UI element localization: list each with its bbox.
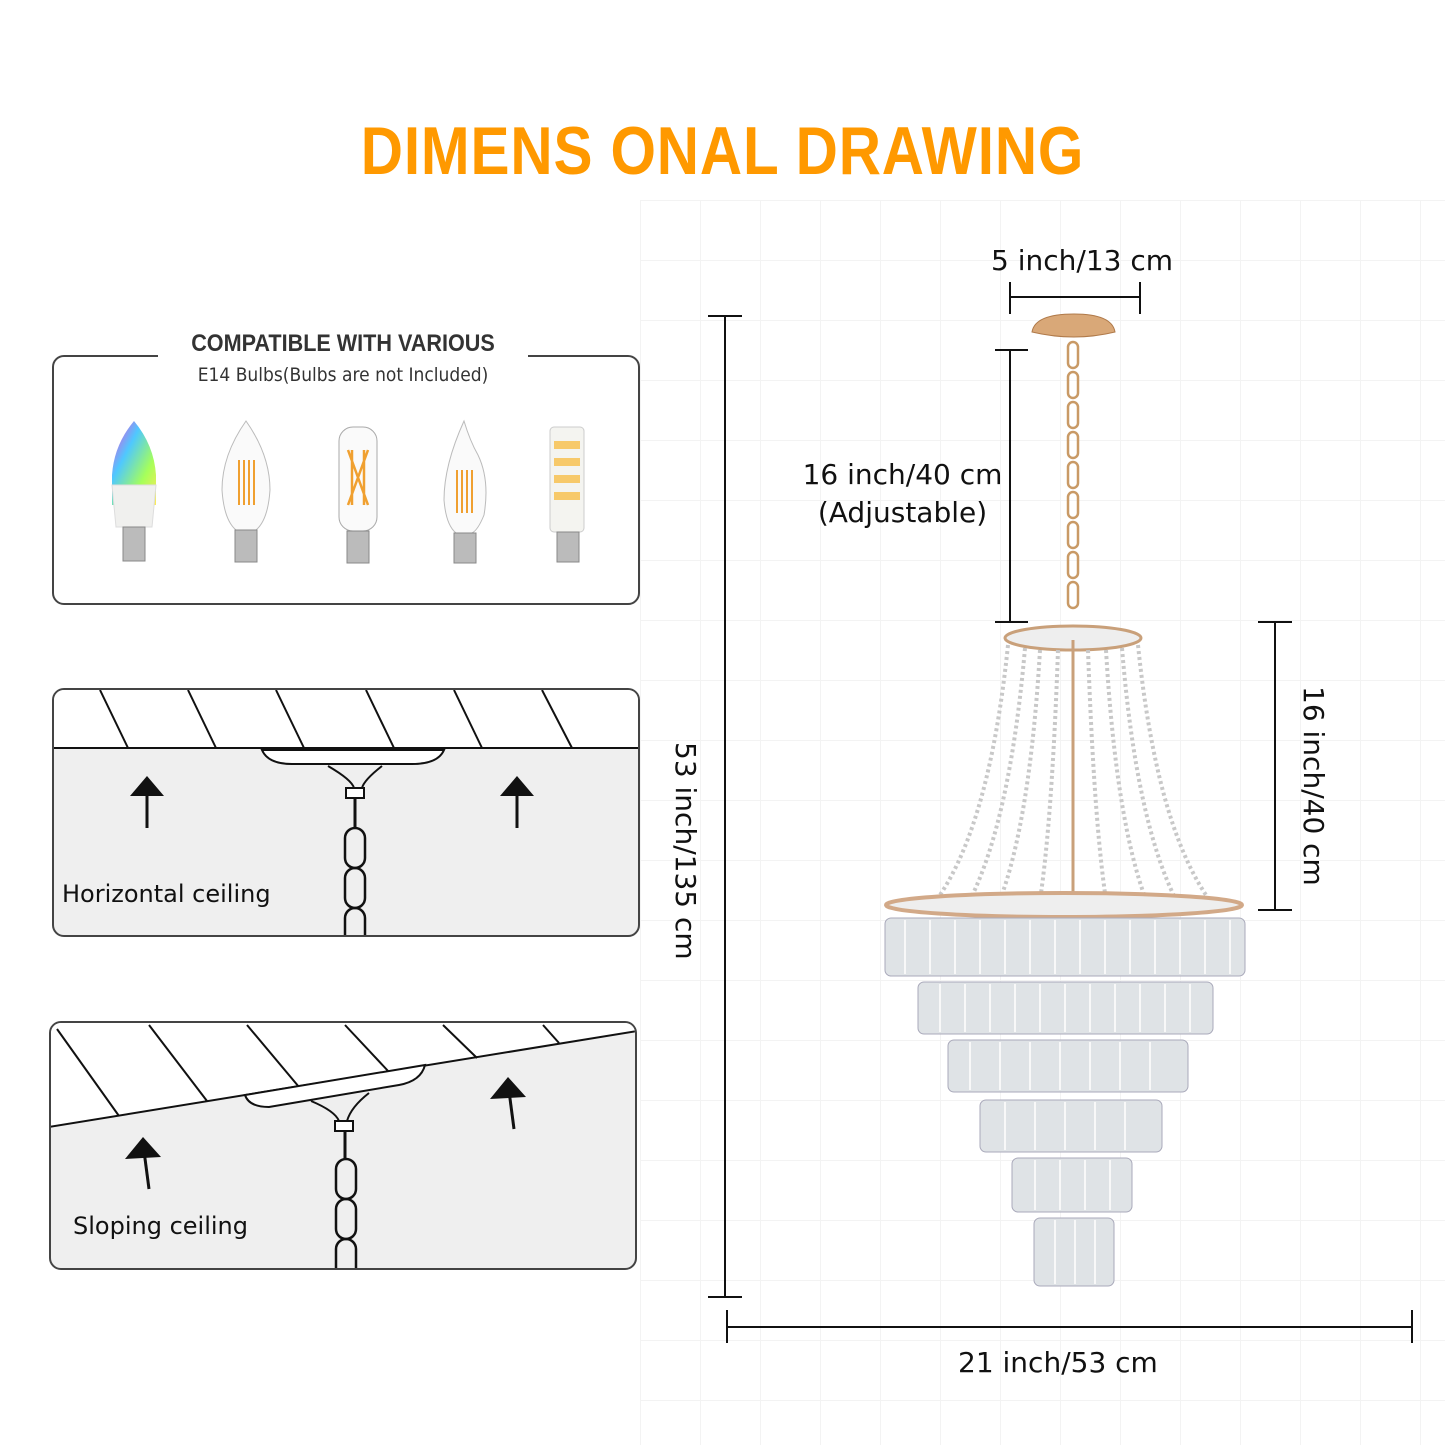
total-height-label: 53 inch/135 cm [669, 742, 702, 960]
flame-tip-bulb-icon [443, 419, 487, 564]
tubular-filament-bulb-icon [338, 426, 378, 564]
dimension-lines [708, 282, 1413, 1343]
bulbs-illustration [111, 419, 585, 564]
chandelier-drawing [708, 282, 1413, 1343]
bulbs-heading: COMPATIBLE WITH VARIOUS E14 Bulbs(Bulbs … [158, 330, 528, 386]
chandelier-image [884, 313, 1246, 1287]
sloping-ceiling-label: Sloping ceiling [73, 1212, 248, 1240]
up-arrow-icon [125, 1137, 161, 1190]
horizontal-ceiling-panel: Horizontal ceiling [52, 688, 640, 937]
horizontal-ceiling-illustration [54, 690, 638, 935]
horizontal-ceiling-label: Horizontal ceiling [62, 880, 271, 908]
sloping-ceiling-panel: Sloping ceiling [49, 1021, 637, 1270]
body-height-label: 16 inch/40 cm [1297, 686, 1330, 886]
up-arrow-icon [500, 776, 534, 828]
led-corn-bulb-icon [549, 426, 585, 563]
bulbs-title: COMPATIBLE WITH VARIOUS [191, 330, 495, 357]
up-arrow-icon [490, 1077, 526, 1130]
page-title: DIMENS ONAL DRAWING [360, 113, 1085, 189]
rgb-candle-bulb-icon [111, 421, 157, 562]
bulbs-subtitle: E14 Bulbs(Bulbs are not Included) [197, 364, 489, 386]
sloping-ceiling-illustration [51, 1023, 635, 1268]
compatible-bulbs-panel [52, 355, 640, 605]
chain-length-label: 16 inch/40 cm [802, 458, 1003, 491]
filament-candle-bulb-icon [221, 420, 271, 563]
canopy-width-label: 5 inch/13 cm [991, 244, 1174, 277]
up-arrow-icon [130, 776, 164, 828]
total-width-label: 21 inch/53 cm [958, 1346, 1158, 1379]
chain-adjustable-note: (Adjustable) [817, 496, 988, 529]
